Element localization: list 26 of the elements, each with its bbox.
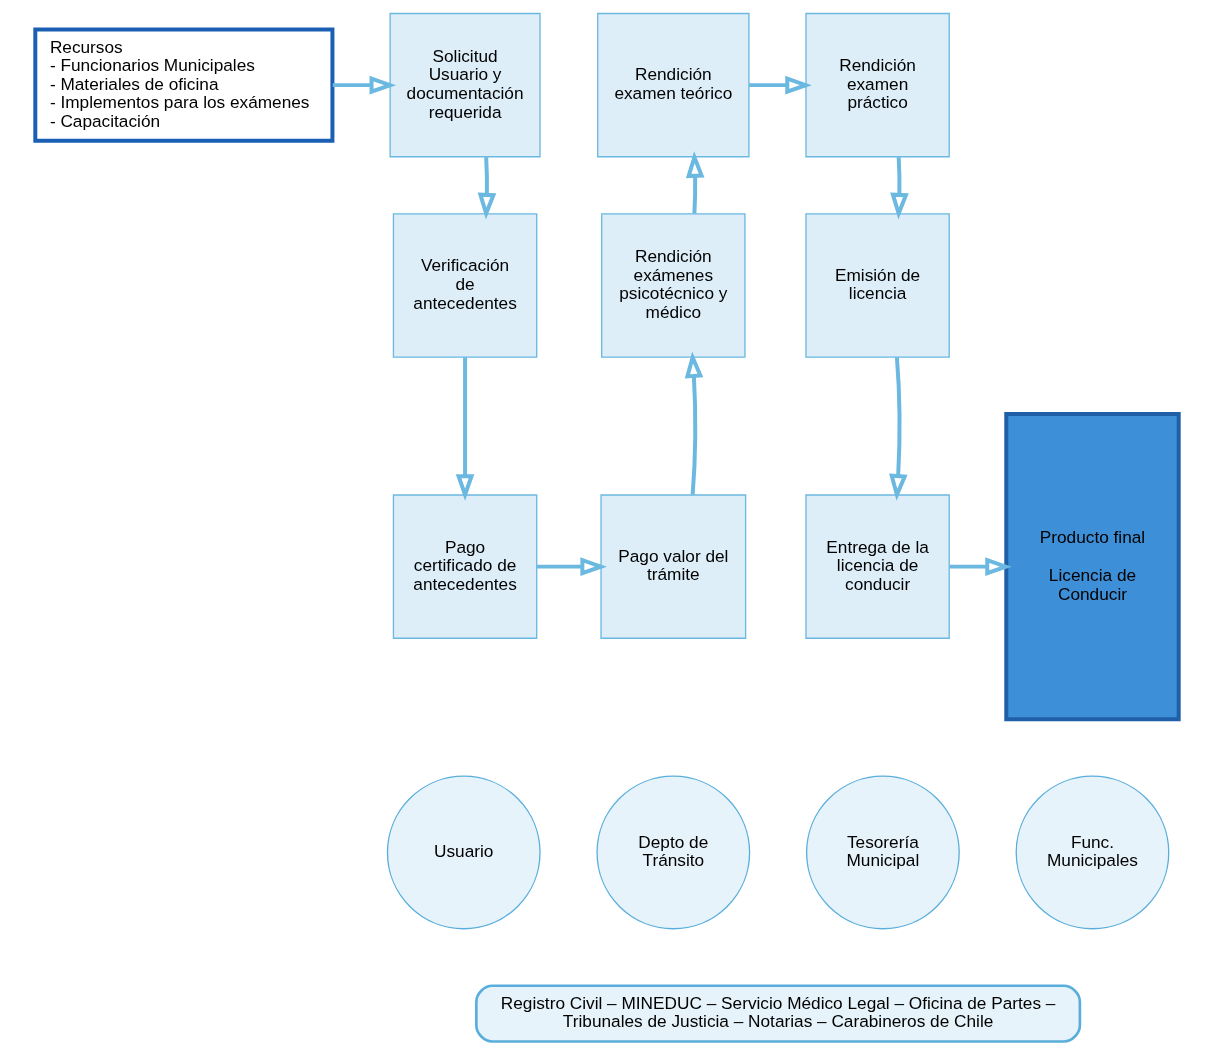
node-box: Emisión de licencia bbox=[805, 213, 950, 358]
node-box: Pago certificado de antecedentes bbox=[392, 494, 538, 639]
node-box: Pago valor del trámite bbox=[600, 494, 747, 639]
arrow bbox=[477, 157, 497, 220]
arrow bbox=[890, 157, 909, 220]
node-circle: Func. Municipales bbox=[1015, 775, 1170, 930]
arrow bbox=[684, 351, 704, 495]
node-circle: Usuario bbox=[386, 775, 541, 930]
node-circle: Tesorería Municipal bbox=[805, 775, 960, 930]
node-box: Producto final Licencia de Conducir bbox=[1004, 412, 1181, 722]
node-box: Rendición examen teórico bbox=[597, 12, 750, 158]
arrow bbox=[537, 557, 607, 576]
arrow bbox=[949, 557, 1012, 576]
node-box: Verificación de antecedentes bbox=[392, 213, 538, 358]
node-box: Registro Civil – MINEDUC – Servicio Médico Legal – Oficina de Partes – Tribunales de Justicia – Notarias – Carabineros de Chile bbox=[475, 984, 1082, 1043]
node-box: Entrega de la licencia de conducir bbox=[805, 494, 950, 639]
arrow bbox=[332, 75, 397, 95]
arrow bbox=[889, 357, 908, 501]
arrow bbox=[749, 75, 812, 95]
node-box: Solicitud Usuario y documentación requerida bbox=[389, 12, 541, 158]
node-box: Recursos - Funcionarios Municipales - Materiales de oficina - Implementos para los exámenes - Capacitación bbox=[33, 27, 335, 143]
node-circle: Depto de Tránsito bbox=[596, 775, 751, 930]
node-box: Rendición exámenes psicotécnico y médico bbox=[601, 213, 746, 358]
arrow bbox=[685, 151, 705, 214]
node-box: Rendición examen práctico bbox=[805, 12, 950, 158]
arrow bbox=[455, 357, 475, 501]
